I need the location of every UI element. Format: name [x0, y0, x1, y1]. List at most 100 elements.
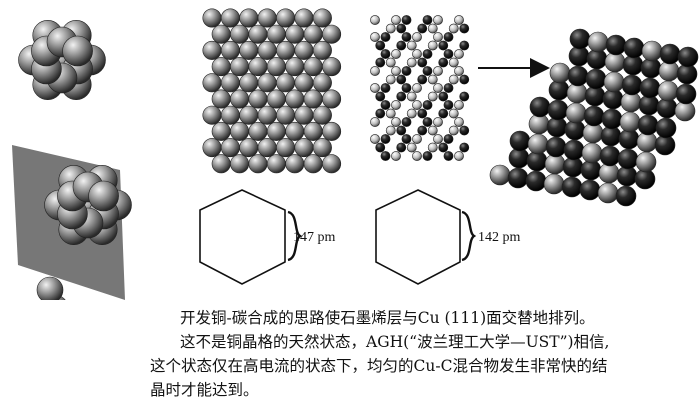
- carbon-atom: [454, 100, 464, 110]
- composite-atom: [615, 185, 637, 207]
- graphene-spacing-label: 142 pm: [478, 230, 521, 245]
- carbon-atom: [385, 23, 396, 34]
- carbon-atom: [406, 142, 417, 153]
- copper-atom: [62, 35, 93, 67]
- carbon-atom: [396, 74, 407, 85]
- spacing-brace: [287, 210, 303, 262]
- carbon-atom: [438, 142, 449, 153]
- copper-atom: [294, 8, 314, 28]
- composite-atom: [587, 31, 609, 53]
- copper-atom: [322, 57, 342, 77]
- carbon-atom: [385, 74, 396, 85]
- composite-atom: [561, 176, 583, 198]
- carbon-atom: [438, 40, 449, 51]
- copper-atom: [211, 121, 231, 141]
- copper-atom: [220, 105, 240, 125]
- copper-atom: [303, 121, 323, 141]
- carbon-atom: [443, 134, 454, 144]
- carbon-atom: [396, 125, 407, 136]
- copper-cluster-bottom: [36, 276, 66, 300]
- carbon-atom: [412, 100, 422, 110]
- caption-line-2: 这不是铜晶格的天然状态，AGH(“波兰理工大学—UST”)相信,: [180, 333, 610, 351]
- carbon-atom: [448, 57, 459, 68]
- copper-atom: [211, 24, 231, 44]
- spacing-brace: [461, 210, 477, 262]
- carbon-atom: [459, 91, 470, 102]
- carbon-atom: [412, 32, 422, 42]
- carbon-atom: [370, 83, 380, 93]
- carbon-atom: [391, 100, 401, 110]
- copper-atom: [266, 121, 286, 141]
- copper-atom: [276, 105, 296, 125]
- copper-atom: [230, 121, 250, 141]
- copper-atom: [239, 138, 259, 158]
- composite-atom: [581, 142, 603, 164]
- composite-atom: [565, 102, 587, 124]
- composite-atom: [545, 136, 567, 158]
- carbon-atom: [417, 23, 428, 34]
- carbon-atom: [370, 32, 380, 42]
- copper-atom: [202, 8, 222, 28]
- carbon-atom: [380, 151, 391, 161]
- copper-hexagon: [199, 189, 303, 285]
- carbon-atom: [427, 23, 438, 34]
- carbon-atom: [412, 49, 422, 59]
- carbon-atom: [380, 83, 391, 93]
- copper-atom: [322, 154, 342, 174]
- carbon-atom: [443, 32, 454, 42]
- composite-atom: [603, 71, 625, 93]
- carbon-atom: [454, 15, 464, 25]
- composite-atom: [543, 173, 565, 195]
- carbon-atom: [433, 66, 443, 76]
- carbon-atom: [448, 74, 459, 85]
- composite-atom: [605, 34, 627, 56]
- carbon-atom: [375, 142, 386, 153]
- copper-atom: [257, 8, 277, 28]
- carbon-atom: [459, 23, 470, 34]
- carbon-atom: [427, 40, 438, 51]
- copper-atom: [220, 73, 240, 93]
- copper-atom: [248, 154, 268, 174]
- carbon-atom: [396, 91, 407, 102]
- copper-atom: [211, 154, 231, 174]
- copper-cluster-top: [18, 20, 106, 100]
- carbon-atom: [454, 117, 464, 127]
- copper-atom: [312, 40, 332, 60]
- copper-atom: [312, 105, 332, 125]
- composite-atom: [547, 99, 569, 121]
- carbon-atom: [427, 74, 438, 85]
- crystal-lattice-figure: [12, 8, 699, 300]
- composite-atom: [507, 167, 529, 189]
- carbon-atom: [396, 40, 407, 51]
- carbon-atom: [422, 15, 433, 25]
- carbon-atom: [406, 57, 417, 68]
- composite-atom: [601, 108, 623, 130]
- carbon-atom: [443, 100, 454, 110]
- copper-atom: [257, 40, 277, 60]
- copper-atom: [211, 89, 231, 109]
- copper-atom: [312, 138, 332, 158]
- composite-atom: [659, 43, 681, 65]
- composite-atom: [619, 111, 641, 133]
- copper-atom: [239, 73, 259, 93]
- carbon-atom: [391, 15, 401, 25]
- carbon-atom: [438, 91, 449, 102]
- carbon-atom: [433, 83, 443, 93]
- copper-atom: [239, 105, 259, 125]
- carbon-atom: [385, 57, 396, 68]
- copper-atom: [266, 24, 286, 44]
- caption-line-4: 晶时才能达到。: [150, 381, 259, 399]
- carbon-atom: [417, 108, 428, 119]
- copper-atom: [239, 40, 259, 60]
- carbon-atom: [459, 74, 470, 85]
- composite-atom: [585, 68, 607, 90]
- copper-atom: [239, 8, 259, 28]
- carbon-atom: [433, 15, 443, 25]
- carbon-atom: [459, 40, 470, 51]
- carbon-atom: [406, 40, 417, 51]
- copper-atom: [285, 57, 305, 77]
- carbon-atom: [380, 100, 391, 110]
- carbon-atom: [401, 117, 412, 127]
- carbon-atom: [422, 66, 433, 76]
- copper-atom: [266, 57, 286, 77]
